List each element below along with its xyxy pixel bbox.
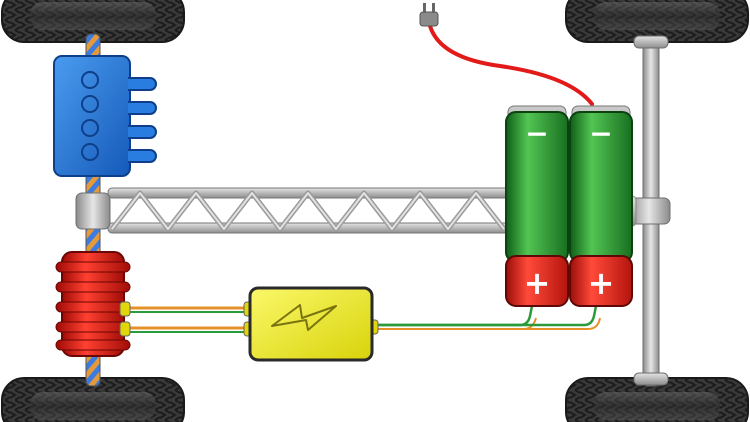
power-inverter: [248, 286, 374, 362]
electric-motor: [55, 251, 131, 357]
inverter-battery-wires: [367, 305, 601, 335]
power-plug-icon: [419, 3, 439, 27]
engine-exhaust-pipes: [128, 77, 157, 163]
rear-right-tire: [565, 377, 749, 422]
lightning-bolt-icon: [271, 304, 337, 331]
battery-positive-label: +: [524, 264, 551, 302]
rear-left-tire: [1, 377, 185, 422]
battery-negative-label: −: [589, 117, 612, 150]
battery-cell-1: − +: [505, 105, 569, 307]
battery-negative-label: −: [525, 117, 548, 150]
battery-positive-label: +: [588, 264, 615, 302]
front-left-tire: [1, 0, 185, 43]
battery-cell-2: − +: [569, 105, 633, 307]
battery-pack: − + − +: [505, 105, 633, 307]
motor-inverter-wires: [119, 301, 255, 337]
charging-cable: [428, 24, 594, 106]
combustion-engine: [53, 55, 157, 177]
